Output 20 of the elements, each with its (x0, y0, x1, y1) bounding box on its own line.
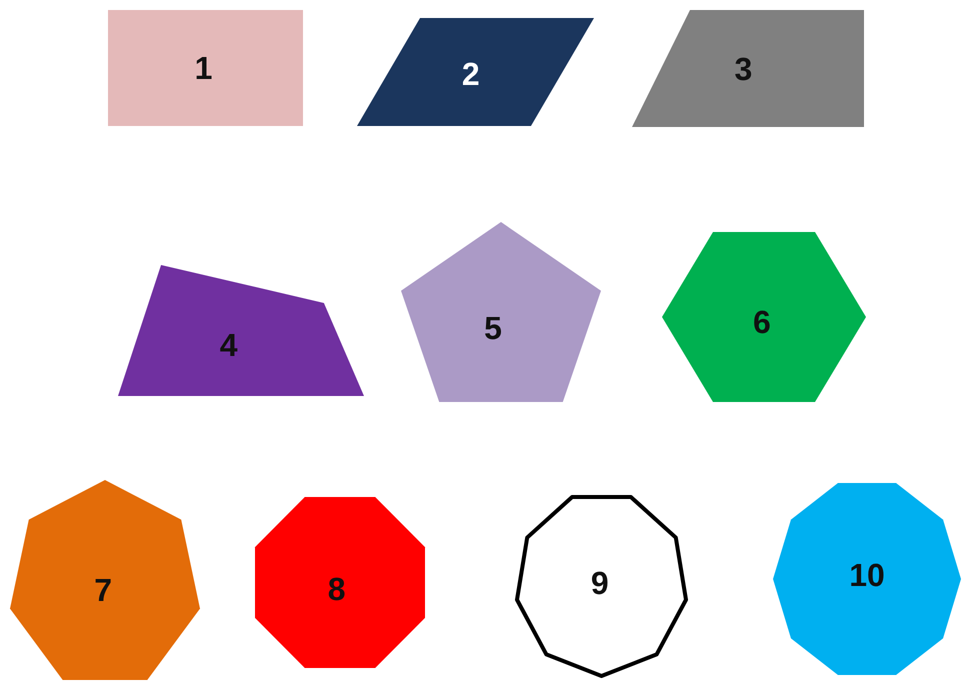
shape-number: 6 (753, 306, 771, 338)
shape-number: 9 (590, 566, 609, 599)
shape-number: 10 (849, 559, 885, 592)
shape-number: 4 (220, 328, 238, 361)
octagon-shape (255, 497, 425, 668)
quadrilateral-shape (118, 265, 364, 396)
shape-number: 1 (194, 52, 212, 84)
shape-number: 3 (734, 52, 752, 84)
rectangle-shape (108, 10, 303, 126)
shape-number: 5 (484, 312, 502, 344)
decagon-shape (773, 483, 961, 675)
trapezoid-shape (632, 10, 864, 127)
shape-number: 2 (462, 58, 480, 90)
heptagon-shape (10, 480, 200, 680)
hexagon-shape (662, 232, 866, 402)
pentagon-shape (401, 222, 601, 402)
shape-number: 8 (328, 573, 346, 606)
nonagon-shape (517, 497, 686, 676)
shape-number: 7 (94, 574, 112, 606)
parallelogram-shape (357, 18, 594, 126)
